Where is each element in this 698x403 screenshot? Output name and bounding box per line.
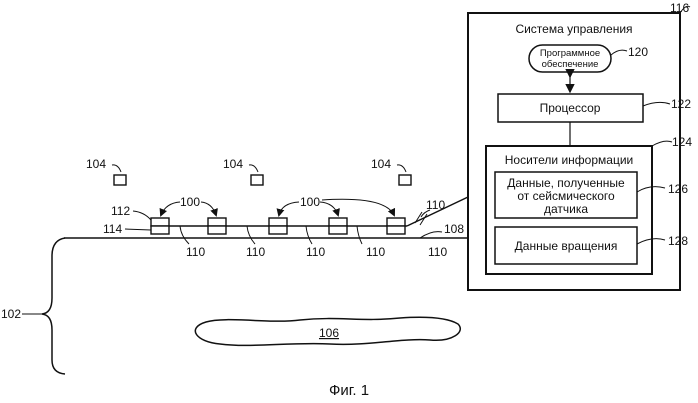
leader-114 [125,229,151,230]
sensor-data-line2: от сейсмического [517,189,615,203]
break-mark [415,212,427,225]
sensor-unit-5 [387,218,405,234]
software-label-line1: Программное [540,48,600,59]
ref-110-seg-5: 110 [428,245,447,259]
ref-128: 128 [668,234,688,248]
sensor-data-line3: датчика [544,202,588,216]
sensor-unit-4 [329,218,347,234]
ref-108: 108 [444,222,464,236]
figure-caption: Фиг. 1 [329,382,369,399]
ref-122: 122 [671,97,691,111]
control-system-title: Система управления [515,22,632,36]
field: 104 104 104 108 [1,157,468,374]
software-label-line2: обеспечение [542,59,599,70]
ref-112: 112 [111,204,130,218]
leader-124 [652,141,672,146]
ref-106: 106 [319,326,339,340]
ref-104-b: 104 [223,157,243,171]
storage-title: Носители информации [505,153,633,167]
ref-104-a: 104 [86,157,106,171]
arrow-100-b-1 [279,202,299,215]
source-104-c: 104 [371,157,411,185]
leader-112 [133,211,151,220]
subsurface-brace [42,238,65,374]
ref-110-seg-4: 110 [366,245,385,259]
sensor-data-line1: Данные, полученные [507,176,625,190]
source-104-b: 104 [223,157,263,185]
sensor-unit-3 [269,218,287,234]
leader-120 [611,50,627,55]
processor-label: Процессор [540,101,601,115]
source-104-a: 104 [86,157,126,185]
ref-102: 102 [1,307,21,321]
ref-126: 126 [668,182,688,196]
ref-124: 124 [672,135,692,149]
ref-120: 120 [628,45,648,59]
arrow-100-a-left [161,202,180,215]
ref-100-a: 100 [180,195,200,209]
control-system: Система управления 116 Программное обесп… [468,1,692,290]
ref-116: 116 [670,1,689,15]
arrow-100-b-2 [320,202,338,215]
ref-114: 114 [103,222,122,236]
ref-104-c: 104 [371,157,391,171]
leader-122 [643,102,670,106]
ref-110-seg-2: 110 [246,245,265,259]
ref-110-seg-3: 110 [306,245,325,259]
rotation-data-label: Данные вращения [515,239,618,253]
sensor-unit-1 [151,218,169,234]
arrow-100-a-right [201,202,216,215]
ref-100-b: 100 [300,195,320,209]
ref-110-seg-1: 110 [186,245,205,259]
leader-108 [420,232,442,238]
sensor-unit-2 [208,218,226,234]
